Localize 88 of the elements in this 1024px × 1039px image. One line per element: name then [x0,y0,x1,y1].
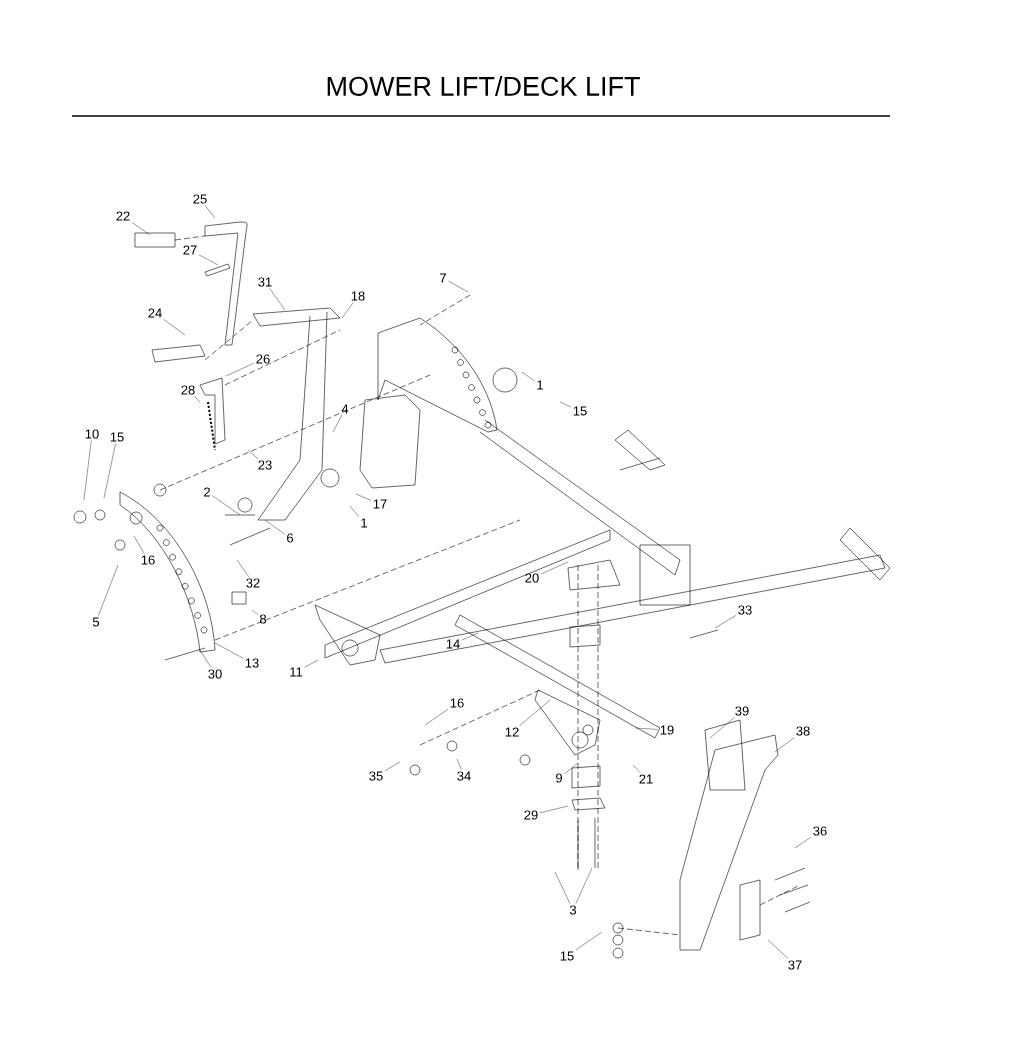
leader-line [83,440,92,501]
callout-number: 25 [193,194,207,204]
leader-line [349,505,360,517]
callout-number: 1 [537,380,543,390]
leader-line [332,415,342,433]
leader-line [540,561,569,575]
callout-number: 32 [246,578,260,588]
leader-line [774,737,795,753]
leader-line [199,649,212,668]
callout-number: 1 [361,518,367,528]
callout-number: 23 [258,460,272,470]
callout-number: 16 [450,698,464,708]
callout-number: 26 [256,354,270,364]
leader-line [424,709,449,726]
callout-number: 4 [341,404,349,414]
callout-number: 17 [373,499,387,509]
callout-number: 28 [181,385,195,395]
callout-number: 36 [813,826,827,836]
leader-line [304,659,319,668]
leader-line [448,280,469,293]
callout-number: 27 [183,245,197,255]
leader-line [461,632,479,641]
leader-line [575,931,603,951]
leader-line [236,559,249,577]
callout-number: 6 [287,533,294,543]
leader-line [214,642,244,659]
callout-number: 13 [245,658,259,668]
callout-number: 14 [446,639,460,649]
leader-line [355,493,372,501]
leader-line [247,449,258,459]
leader-line [384,761,401,771]
callout-number: 37 [788,960,802,970]
leader-line [634,727,659,730]
leader-line [519,699,551,726]
callout-number: 8 [259,614,267,624]
leader-line [198,254,219,266]
callout-number: 9 [556,773,562,783]
callout-number: 10 [85,429,99,439]
leader-line [251,609,258,615]
leader-line [767,939,789,959]
leader-line [559,401,572,408]
leader-line [341,302,354,319]
leader-line [194,396,201,403]
callout-number: 15 [573,406,587,416]
leader-line [632,764,641,773]
callout-number: 7 [440,273,446,283]
callout-number: 16 [141,555,155,565]
leader-line [204,205,216,219]
callout-number: 38 [796,726,810,736]
leader-line [575,867,593,904]
callout-number: 29 [524,810,538,820]
leader-line [456,758,462,770]
leader-line [225,362,255,377]
callout-number: 5 [92,617,100,627]
callout-number: 35 [369,771,383,781]
leader-line [709,717,735,739]
leader-line [539,805,569,813]
leader-line [131,222,151,236]
callout-number: 22 [116,211,130,221]
callout-number: 20 [525,573,539,583]
leader-line [212,495,241,516]
callout-number: 21 [639,774,653,784]
callout-number: 2 [204,487,210,497]
callout-number: 39 [735,706,749,716]
callout-number: 24 [148,308,162,318]
leader-line [98,564,119,616]
leader-line [269,288,286,311]
callout-number: 18 [351,291,365,301]
leader-line [133,535,145,554]
callout-number: 3 [569,905,577,915]
leader-line [714,615,737,629]
callout-number: 31 [258,277,272,287]
leader-line [264,519,285,535]
callout-number: 33 [738,605,752,615]
callout-number: 19 [660,725,674,735]
callout-number: 15 [110,432,124,442]
callout-number: 11 [290,667,303,677]
leader-line [163,319,186,336]
callout-number: 12 [505,727,519,737]
leader-line [103,443,116,499]
leader-line [794,836,812,849]
callout-number: 34 [457,771,471,781]
callout-number: 30 [208,669,222,679]
leader-line [554,871,571,904]
title: MOWER LIFT/DECK LIFT [327,76,640,96]
callout-number: 15 [560,951,574,961]
leader-line [564,762,579,774]
leader-line [521,371,535,382]
